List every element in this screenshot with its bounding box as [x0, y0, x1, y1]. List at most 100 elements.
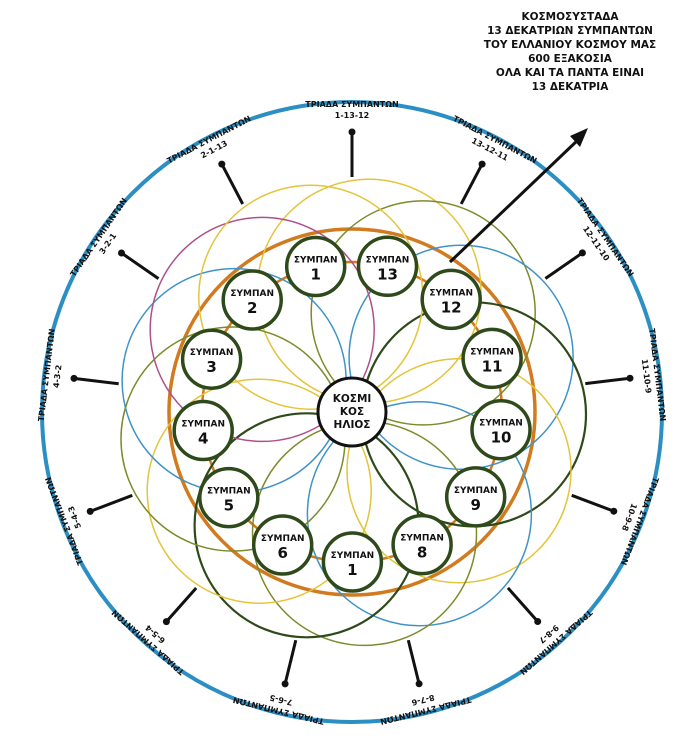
caption-line: ΚΟΣΜΟΣΥΣΤΑΔΑ	[521, 11, 619, 23]
triad-label: ΤΡΙΑΔΑ ΣΥΜΠΑΝΤΩΝ 1-13-12	[305, 100, 398, 120]
universe-label: ΣΥΜΠΑΝ	[429, 288, 473, 298]
center-circle	[316, 376, 388, 448]
universe-number: 12	[441, 298, 462, 316]
universe-circle	[321, 531, 384, 593]
universe-number: 1	[347, 561, 357, 579]
universe-label: ΣΥΜΠΑΝ	[331, 551, 375, 561]
caption-arrow-line	[448, 136, 582, 264]
triad-connector	[506, 586, 539, 623]
universe-circle	[198, 466, 260, 529]
triad-dot	[281, 680, 289, 688]
caption-block: ΚΟΣΜΟΣΥΣΤΑΔΑ 13 ΔΕΚΑΤΡΙΩΝ ΣΥΜΠΑΝΤΩΝ ΤΟΥ ΕΛ…	[470, 10, 670, 94]
universe-circle	[221, 269, 283, 331]
universe-number: 8	[417, 544, 427, 562]
universe-circle	[420, 268, 482, 331]
outer-ring	[40, 100, 664, 724]
overlap-circle	[306, 400, 533, 627]
overlap-circle	[149, 216, 375, 443]
triad-dot	[626, 374, 634, 382]
triad-connector	[120, 251, 160, 280]
center-label: ΚΟΣΜΙ	[333, 393, 372, 405]
triad-connector	[89, 493, 133, 513]
overlap-circle	[348, 244, 574, 471]
orange-ring-outer	[167, 227, 537, 597]
universe-number: 4	[198, 430, 208, 448]
universe-circle	[461, 327, 523, 390]
triad-numbers: 1-13-12	[335, 111, 369, 120]
universe-label: ΣΥΜΠΑΝ	[230, 289, 274, 299]
universe-circle	[444, 466, 507, 528]
universe-label: ΣΥΜΠΑΝ	[190, 348, 234, 358]
triad-dot	[86, 507, 94, 515]
triad-title: ΤΡΙΑΔΑ ΣΥΜΠΑΝΤΩΝ	[451, 114, 538, 165]
triad-connector	[165, 587, 198, 623]
universe-label: ΣΥΜΠΑΝ	[207, 487, 251, 497]
triad-numbers: 11-10-9	[640, 359, 653, 395]
universe-circle	[180, 328, 243, 390]
triad-connector	[283, 639, 298, 685]
triad-dot	[118, 249, 125, 257]
universe-label: ΣΥΜΠΑΝ	[366, 255, 410, 265]
universe-number: 2	[247, 299, 257, 317]
triad-dot	[162, 618, 170, 626]
triad-title: ΤΡΙΑΔΑ ΣΥΜΠΑΝΤΩΝ	[69, 196, 129, 278]
triad-dot	[478, 160, 486, 168]
universe-number: 1	[310, 266, 320, 284]
triad-connector	[585, 376, 631, 386]
caption-line: ΟΛΑ ΚΑΙ ΤΑ ΠΑΝΤΑ ΕΙΝΑΙ	[495, 67, 645, 79]
universe-label: ΣΥΜΠΑΝ	[470, 347, 514, 357]
universe-label: ΣΥΜΠΑΝ	[294, 256, 338, 266]
triad-connector	[406, 639, 421, 685]
triad-dot	[218, 160, 226, 168]
universe-circle	[391, 513, 453, 576]
caption-arrow-head	[570, 128, 588, 147]
universe-number: 9	[470, 496, 480, 514]
overlap-circle	[346, 357, 572, 584]
triad-dot	[534, 618, 542, 625]
triad-dot	[70, 374, 78, 382]
caption-line: 13 ΔΕΚΑΤΡΙΩΝ ΣΥΜΠΑΝΤΩΝ	[487, 25, 653, 37]
universe-label: ΣΥΜΠΑΝ	[400, 534, 444, 544]
triad-connector	[544, 251, 584, 280]
universe-circle	[251, 514, 314, 576]
caption-line: 600 ΕΞΑΚΟΣΙΑ	[528, 53, 612, 65]
triad-dot	[415, 680, 423, 688]
triad-dot	[578, 249, 586, 257]
universe-label: ΣΥΜΠΑΝ	[479, 419, 523, 429]
universe-circle	[470, 398, 532, 461]
caption-line: 13 ΔΕΚΑΤΡΙΑ	[531, 81, 609, 93]
caption-line: ΤΟΥ ΕΛΛΑΝΙΟΥ ΚΟΣΜΟΥ ΜΑΣ	[483, 39, 657, 51]
triad-connector	[73, 376, 119, 386]
triad-connector	[459, 163, 484, 205]
triad-numbers: 4-3-2	[52, 364, 64, 388]
universe-label: ΣΥΜΠΑΝ	[261, 534, 305, 544]
center-label: ΚΟΣ	[340, 406, 364, 418]
universe-number: 6	[277, 544, 287, 562]
triad-title: ΤΡΙΑΔΑ ΣΥΜΠΑΝΤΩΝ	[110, 608, 186, 677]
universe-label: ΣΥΜΠΑΝ	[181, 420, 225, 430]
triad-title: ΤΡΙΑΔΑ ΣΥΜΠΑΝΤΩΝ	[305, 100, 398, 109]
triad-dot	[348, 128, 356, 136]
universe-number: 3	[206, 358, 216, 376]
universe-circle	[356, 235, 419, 298]
overlap-circle	[310, 200, 536, 426]
center-label: ΗΛΙΟΣ	[334, 419, 371, 431]
triad-connector	[220, 163, 245, 205]
overlap-circle	[146, 378, 372, 604]
universe-number: 13	[377, 265, 398, 283]
universe-number: 10	[491, 429, 512, 447]
